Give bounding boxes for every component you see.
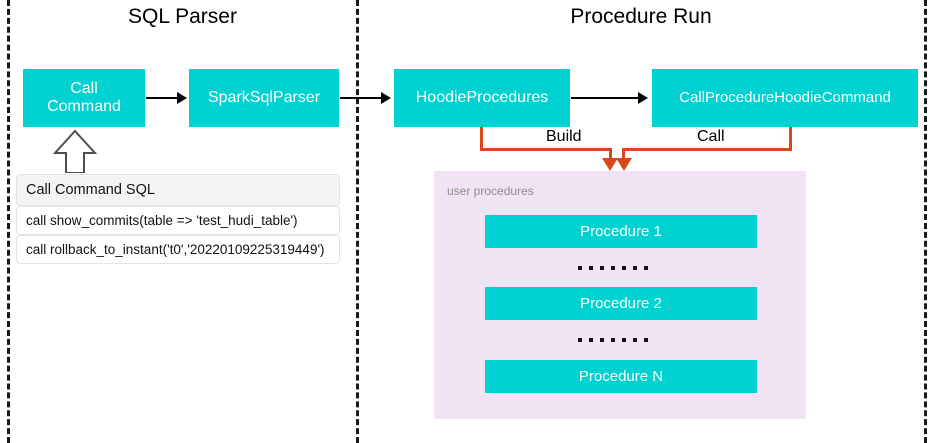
connector-build-horizontal [480, 148, 612, 151]
divider-middle [356, 0, 359, 443]
arrow-sparksqlparser-to-hoodieprocedures-line [340, 97, 382, 99]
section-title-sql-parser: SQL Parser [128, 5, 237, 28]
node-call-command-line1: Call [70, 79, 98, 97]
node-call-command[interactable]: Call Command [23, 69, 145, 127]
connector-call-vertical-left [622, 148, 625, 160]
node-call-procedure-hoodie-command[interactable]: CallProcedureHoodieCommand [652, 69, 918, 127]
user-procedures-label: user procedures [447, 184, 534, 198]
node-spark-sql-parser[interactable]: SparkSqlParser [189, 69, 339, 127]
connector-build-vertical-right [609, 148, 612, 160]
connector-call-arrowhead [616, 158, 632, 171]
connector-call-vertical-right [789, 127, 792, 151]
connector-build-vertical-left [480, 127, 483, 151]
sql-table-row: call show_commits(table => 'test_hudi_ta… [16, 206, 340, 235]
sql-table-row: call rollback_to_instant('t0','202201092… [16, 235, 340, 264]
node-hoodie-procedures[interactable]: HoodieProcedures [394, 69, 570, 127]
arrow-callcommand-to-sparksqlparser-line [146, 97, 178, 99]
edge-label-call: Call [697, 128, 725, 145]
arrow-sparksqlparser-to-hoodieprocedures-head [381, 92, 391, 104]
arrow-callcommand-to-sparksqlparser-head [177, 92, 187, 104]
block-arrow-up-icon [52, 129, 98, 178]
procedure-ellipsis [578, 338, 648, 342]
procedure-box-n[interactable]: Procedure N [485, 360, 757, 393]
edge-label-build: Build [546, 128, 582, 145]
node-call-command-line2: Command [47, 98, 121, 115]
procedure-box-1[interactable]: Procedure 1 [485, 215, 757, 248]
procedure-ellipsis [578, 266, 648, 270]
arrow-hoodieprocedures-to-callprocedurehoodiecommand-head [638, 92, 648, 104]
sql-table-header: Call Command SQL [16, 174, 340, 206]
connector-call-horizontal [622, 148, 792, 151]
divider-left [7, 0, 10, 443]
procedure-box-2[interactable]: Procedure 2 [485, 287, 757, 320]
arrow-hoodieprocedures-to-callprocedurehoodiecommand-line [571, 97, 639, 99]
sql-table: Call Command SQL call show_commits(table… [16, 174, 340, 264]
divider-right [924, 0, 927, 443]
section-title-procedure-run: Procedure Run [570, 5, 712, 28]
connector-build-arrowhead [602, 158, 618, 171]
